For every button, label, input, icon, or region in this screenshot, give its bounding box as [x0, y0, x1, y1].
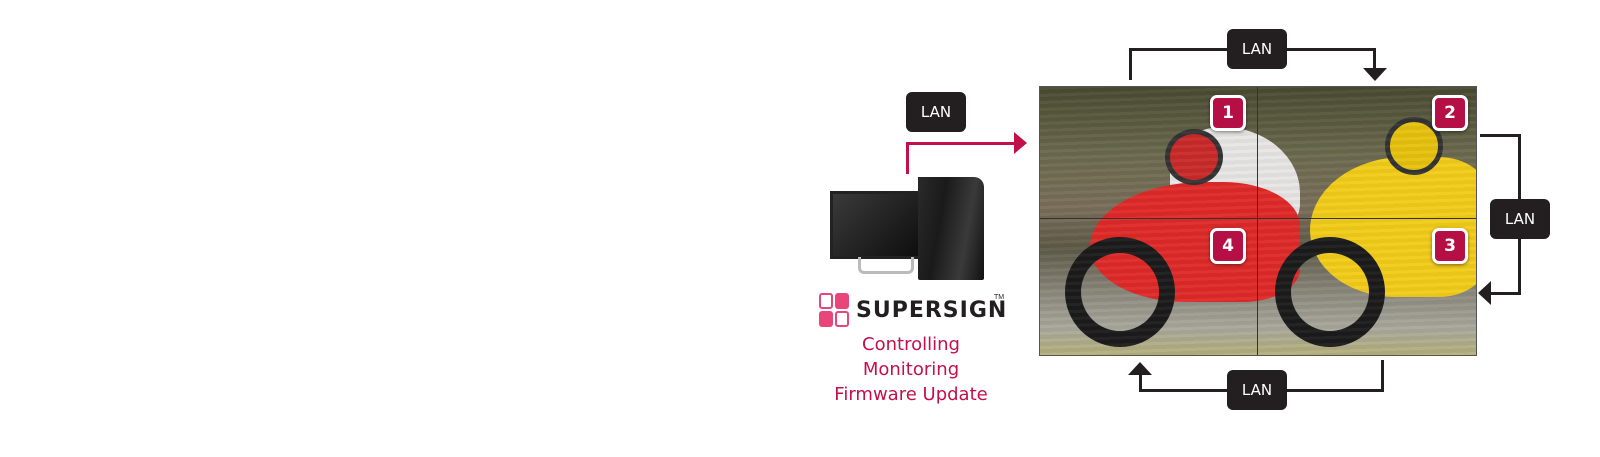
right-connection-bottom-horizontal — [1490, 292, 1521, 295]
bottom-connection-right-vertical — [1381, 360, 1384, 392]
supersign-logo: SuperSign TM — [818, 292, 1006, 332]
right-connection-top-horizontal — [1480, 134, 1521, 137]
monitor-stand — [858, 257, 914, 274]
arrow-left-icon — [1478, 281, 1491, 305]
supersign-logo-icon — [818, 292, 852, 330]
function-controlling: Controlling — [862, 334, 960, 355]
bottom-connection-left-vertical — [1139, 375, 1142, 392]
panel-badge-3: 3 — [1432, 228, 1468, 264]
tower-icon — [918, 177, 984, 280]
helmet-red — [1165, 129, 1223, 185]
panel-divider-vertical — [1257, 87, 1258, 355]
arrow-up-icon — [1128, 362, 1152, 375]
pc-connection-line-horizontal — [906, 142, 1018, 145]
monitor-icon — [830, 191, 928, 259]
trademark-mark: TM — [994, 294, 1005, 301]
top-connection-right-vertical — [1373, 48, 1376, 70]
pc-connection-line-vertical — [906, 142, 909, 174]
helmet-yellow — [1385, 117, 1443, 175]
top-connection-left-vertical — [1129, 48, 1132, 80]
video-wall — [1039, 86, 1477, 356]
panel-badge-1: 1 — [1210, 95, 1246, 131]
lan-label-bottom: LAN — [1227, 370, 1287, 410]
panel-badge-4: 4 — [1210, 228, 1246, 264]
panel-badge-2: 2 — [1432, 95, 1468, 131]
motion-blur-overlay — [1040, 87, 1476, 355]
lan-label-top: LAN — [1227, 29, 1287, 69]
arrow-down-icon — [1363, 68, 1387, 81]
arrow-right-icon — [1014, 132, 1027, 154]
function-monitoring: Monitoring — [862, 359, 960, 380]
pc-illustration — [828, 177, 988, 282]
panel-divider-horizontal — [1040, 218, 1476, 219]
lan-label-right: LAN — [1490, 199, 1550, 239]
lan-label-pc: LAN — [906, 92, 966, 132]
supersign-brand-name: SuperSign — [856, 298, 1008, 323]
function-firmware-update: Firmware Update — [834, 384, 988, 405]
